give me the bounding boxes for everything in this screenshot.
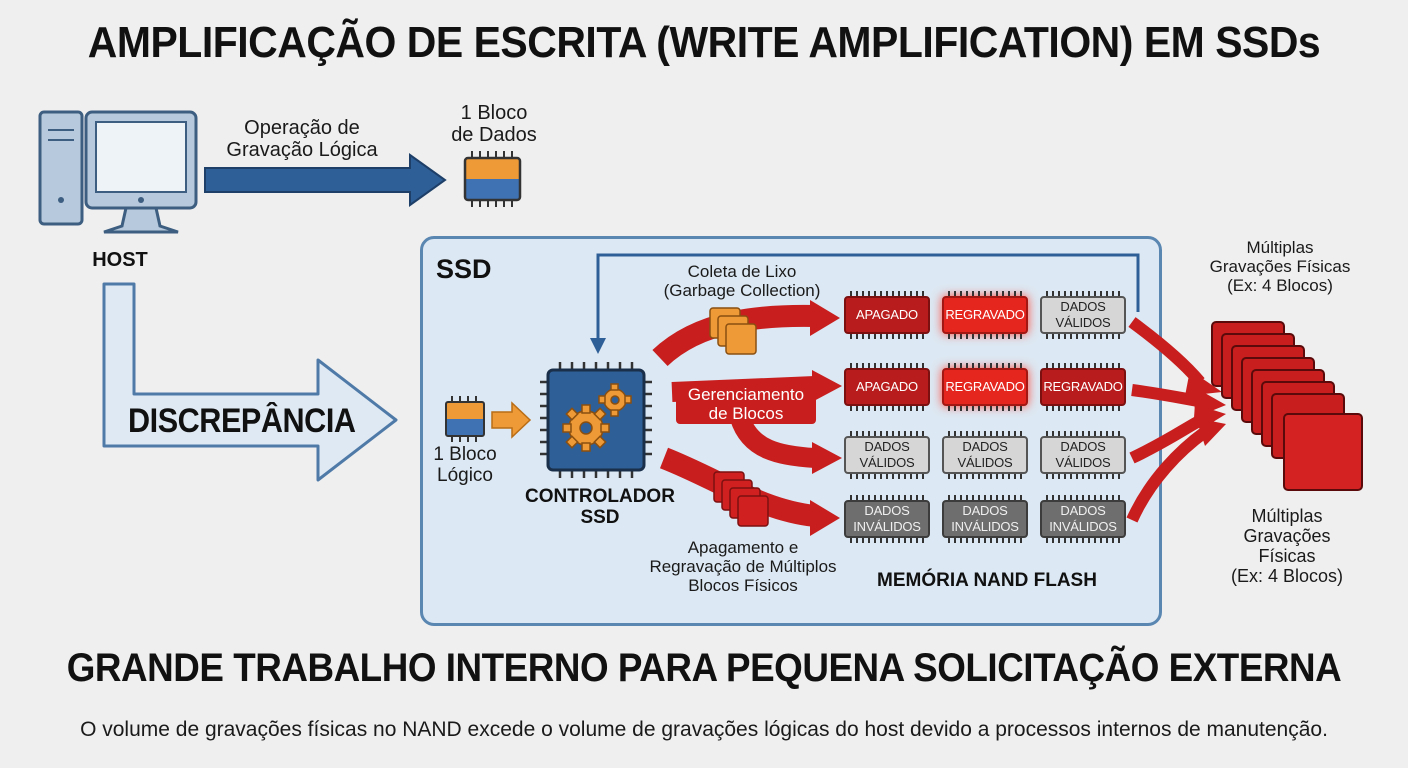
discrepancy-arrow bbox=[102, 282, 398, 482]
erase-line3: Blocos Físicos bbox=[688, 576, 798, 596]
nand-block-r4-c1: DADOS INVÁLIDOS bbox=[844, 495, 930, 543]
logical-write-arrow bbox=[204, 153, 447, 207]
controller-line2: SSD bbox=[580, 507, 620, 529]
data-block-line1: 1 Bloco bbox=[460, 102, 528, 124]
logical-write-label: Operação de Gravação Lógica bbox=[212, 117, 392, 162]
nand-block-r2-c1: APAGADO bbox=[844, 363, 930, 411]
gc-line1: Coleta de Lixo bbox=[687, 262, 797, 281]
logical-block-line1: 1 Bloco bbox=[433, 444, 497, 465]
physical-top-line2: Gravações Físicas bbox=[1209, 257, 1351, 277]
logical-block-line2: Lógico bbox=[437, 465, 493, 487]
computer-icon bbox=[38, 110, 198, 234]
physical-bottom-line2: Gravações bbox=[1243, 526, 1331, 547]
discrepancy-label: DISCREPÂNCIA bbox=[128, 402, 356, 440]
page-title: AMPLIFICAÇÃO DE ESCRITA (WRITE AMPLIFICA… bbox=[87, 18, 1321, 67]
logical-write-line1: Operação de bbox=[244, 117, 360, 139]
physical-bottom-label: Múltiplas Gravações Físicas (Ex: 4 Bloco… bbox=[1214, 506, 1360, 587]
nand-block-r4-c2: DADOS INVÁLIDOS bbox=[942, 495, 1028, 543]
gc-line2: (Garbage Collection) bbox=[663, 281, 821, 301]
nand-block-r1-c2: REGRAVADO bbox=[942, 291, 1028, 339]
physical-top-line1: Múltiplas bbox=[1246, 238, 1314, 257]
data-block-label: 1 Bloco de Dados bbox=[434, 102, 554, 147]
physical-bottom-line4: (Ex: 4 Blocos) bbox=[1230, 566, 1344, 587]
erase-line2: Regravação de Múltiplos bbox=[649, 557, 837, 577]
block-mgmt-label: Gerenciamento de Blocos bbox=[676, 384, 816, 425]
nand-label: MEMÓRIA NAND FLASH bbox=[877, 570, 1097, 591]
physical-bottom-line1: Múltiplas bbox=[1251, 506, 1323, 526]
host-label: HOST bbox=[92, 249, 148, 271]
erase-line1: Apagamento e bbox=[687, 538, 799, 557]
data-block-chip-icon bbox=[463, 151, 522, 207]
block-mgmt-line1: Gerenciamento bbox=[687, 385, 805, 404]
nand-block-r3-c1: DADOS VÁLIDOS bbox=[844, 431, 930, 479]
logical-block-label: 1 Bloco Lógico bbox=[420, 444, 510, 487]
block-mgmt-line2: de Blocos bbox=[708, 404, 784, 424]
nand-block-r4-c3: DADOS INVÁLIDOS bbox=[1040, 495, 1126, 543]
nand-block-r3-c3: DADOS VÁLIDOS bbox=[1040, 431, 1126, 479]
gc-label: Coleta de Lixo (Garbage Collection) bbox=[632, 262, 852, 300]
nand-block-r1-c1: APAGADO bbox=[844, 291, 930, 339]
nand-block-r2-c2: REGRAVADO bbox=[942, 363, 1028, 411]
logical-write-line2: Gravação Lógica bbox=[226, 139, 378, 162]
nand-block-r1-c3: DADOS VÁLIDOS bbox=[1040, 291, 1126, 339]
erase-label: Apagamento e Regravação de Múltiplos Blo… bbox=[628, 538, 858, 595]
ssd-label: SSD bbox=[436, 254, 492, 284]
physical-top-line3: (Ex: 4 Blocos) bbox=[1227, 276, 1333, 296]
physical-bottom-line3: Físicas bbox=[1258, 546, 1316, 567]
nand-block-r2-c3: REGRAVADO bbox=[1040, 363, 1126, 411]
data-block-line2: de Dados bbox=[451, 124, 537, 147]
physical-top-label: Múltiplas Gravações Físicas (Ex: 4 Bloco… bbox=[1180, 238, 1380, 295]
nand-block-r3-c2: DADOS VÁLIDOS bbox=[942, 431, 1028, 479]
controller-line1: CONTROLADOR bbox=[525, 486, 675, 507]
footer-description: O volume de gravações físicas no NAND ex… bbox=[80, 718, 1328, 741]
subtitle: GRANDE TRABALHO INTERNO PARA PEQUENA SOL… bbox=[66, 646, 1342, 690]
controller-label: CONTROLADOR SSD bbox=[520, 486, 680, 529]
